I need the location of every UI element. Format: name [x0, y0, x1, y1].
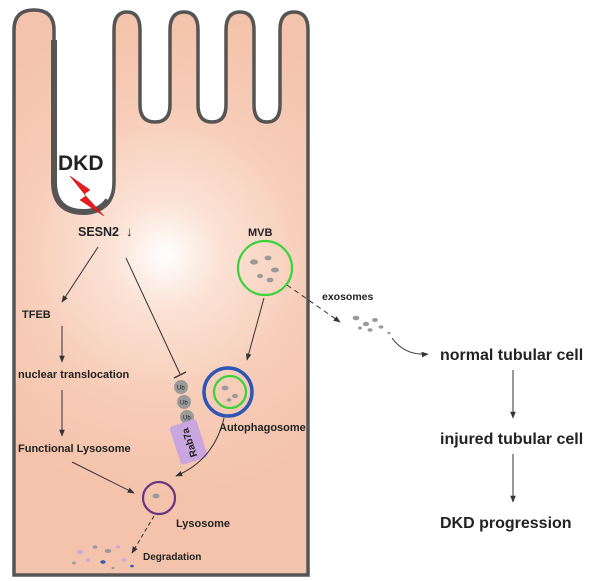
arrow-exosomes-to-normal-cell	[391, 337, 429, 358]
autophagosome-outer	[202, 366, 254, 418]
dkd-progression-label: DKD progression	[440, 515, 572, 532]
ub-label-3: Ub	[183, 416, 191, 422]
tubular-cell-body	[12, 8, 310, 577]
ub-label-1: Ub	[177, 386, 185, 392]
arrow-lysosome-to-degradation	[131, 515, 155, 554]
dkd-label: DKD	[58, 152, 104, 175]
mvb-label: MVB	[248, 227, 273, 239]
functional-lysosome-label: Functional Lysosome	[18, 443, 131, 455]
ubiquitin-chain: Ub Ub Ub	[174, 380, 194, 424]
arrow-exosome-release	[286, 284, 341, 323]
lysosome-vesicle	[141, 480, 177, 516]
lysosome-label: Lysosome	[176, 518, 230, 530]
injured-tubular-cell-label: injured tubular cell	[440, 431, 583, 448]
arrow-mvb-to-autophagosome	[245, 297, 265, 361]
arrow-autophagosome-to-lysosome	[175, 417, 225, 477]
cell-invagination-shade	[51, 40, 111, 216]
arrow-functional-to-lysosome	[71, 461, 135, 494]
arrow-sesn2-to-tfeb	[61, 246, 99, 303]
sesn2-label: SESN2	[78, 225, 119, 239]
lysosome-cargo	[152, 493, 160, 499]
lightning-icon	[69, 175, 105, 217]
autophagosome-cargo	[221, 385, 238, 402]
inhibition-bar	[173, 371, 187, 379]
degradation-fragments	[72, 545, 134, 570]
exosomes-label: exosomes	[322, 291, 374, 303]
mvb-vesicle	[236, 239, 294, 297]
inhibition-line-sesn2-ub	[125, 257, 181, 375]
nuclear-translocation-label: nuclear translocation	[18, 369, 130, 381]
tfeb-label: TFEB	[22, 309, 51, 321]
degradation-label: Degradation	[143, 552, 201, 563]
normal-tubular-cell-label: normal tubular cell	[440, 347, 583, 364]
autophagosome-inner	[212, 374, 248, 410]
ub-label-2: Ub	[180, 401, 188, 407]
autophagosome-label: Autophagosome	[219, 422, 306, 434]
exosome-particles	[352, 315, 391, 335]
rab7a-protein: Rab7a	[169, 419, 208, 465]
mvb-cargo	[250, 255, 279, 283]
sesn2-down-arrow: ↓	[126, 224, 133, 239]
